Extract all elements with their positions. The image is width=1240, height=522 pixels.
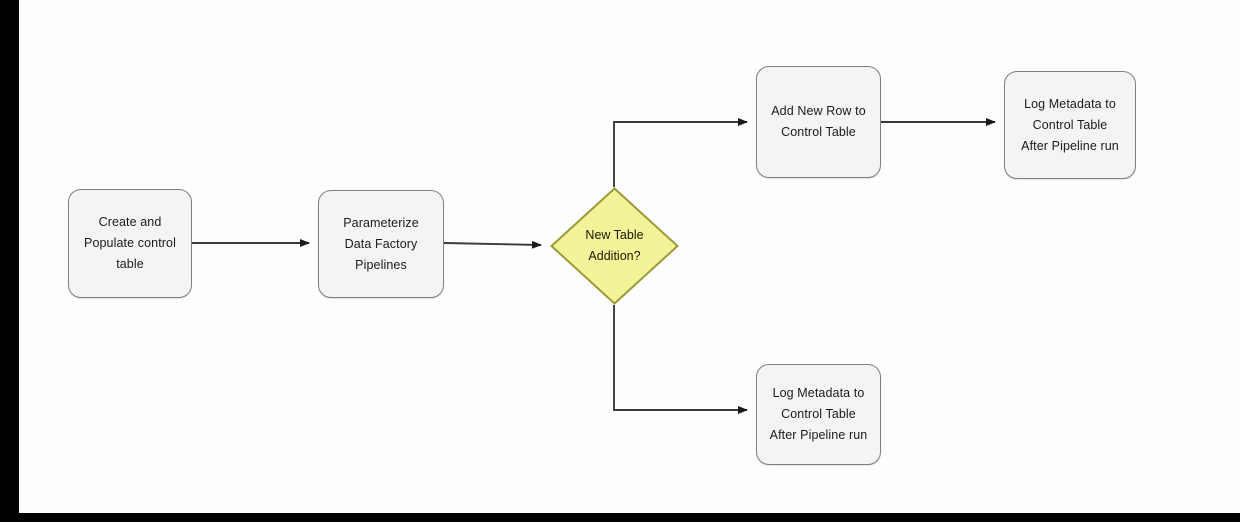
node-label: Parameterize Data Factory Pipelines	[343, 215, 419, 272]
node-log-metadata-after-pipeline-run-bottom[interactable]: Log Metadata to Control Table After Pipe…	[756, 364, 881, 465]
node-label: New Table Addition?	[585, 228, 644, 263]
node-new-table-addition-decision[interactable]: New Table Addition?	[550, 187, 679, 305]
node-parameterize-data-factory-pipelines[interactable]: Parameterize Data Factory Pipelines	[318, 190, 444, 298]
node-add-new-row-to-control-table[interactable]: Add New Row to Control Table	[756, 66, 881, 178]
node-create-populate-control-table[interactable]: Create and Populate control table	[68, 189, 192, 298]
node-label: Create and Populate control table	[84, 215, 176, 271]
frame-band-bottom	[0, 513, 1240, 522]
node-label: Log Metadata to Control Table After Pipe…	[1021, 96, 1119, 153]
frame-band-left	[0, 0, 19, 522]
node-label: Log Metadata to Control Table After Pipe…	[769, 386, 868, 442]
diamond-shape	[550, 187, 679, 305]
node-log-metadata-after-pipeline-run-top[interactable]: Log Metadata to Control Table After Pipe…	[1004, 71, 1136, 179]
node-label: Add New Row to Control Table	[771, 104, 866, 139]
